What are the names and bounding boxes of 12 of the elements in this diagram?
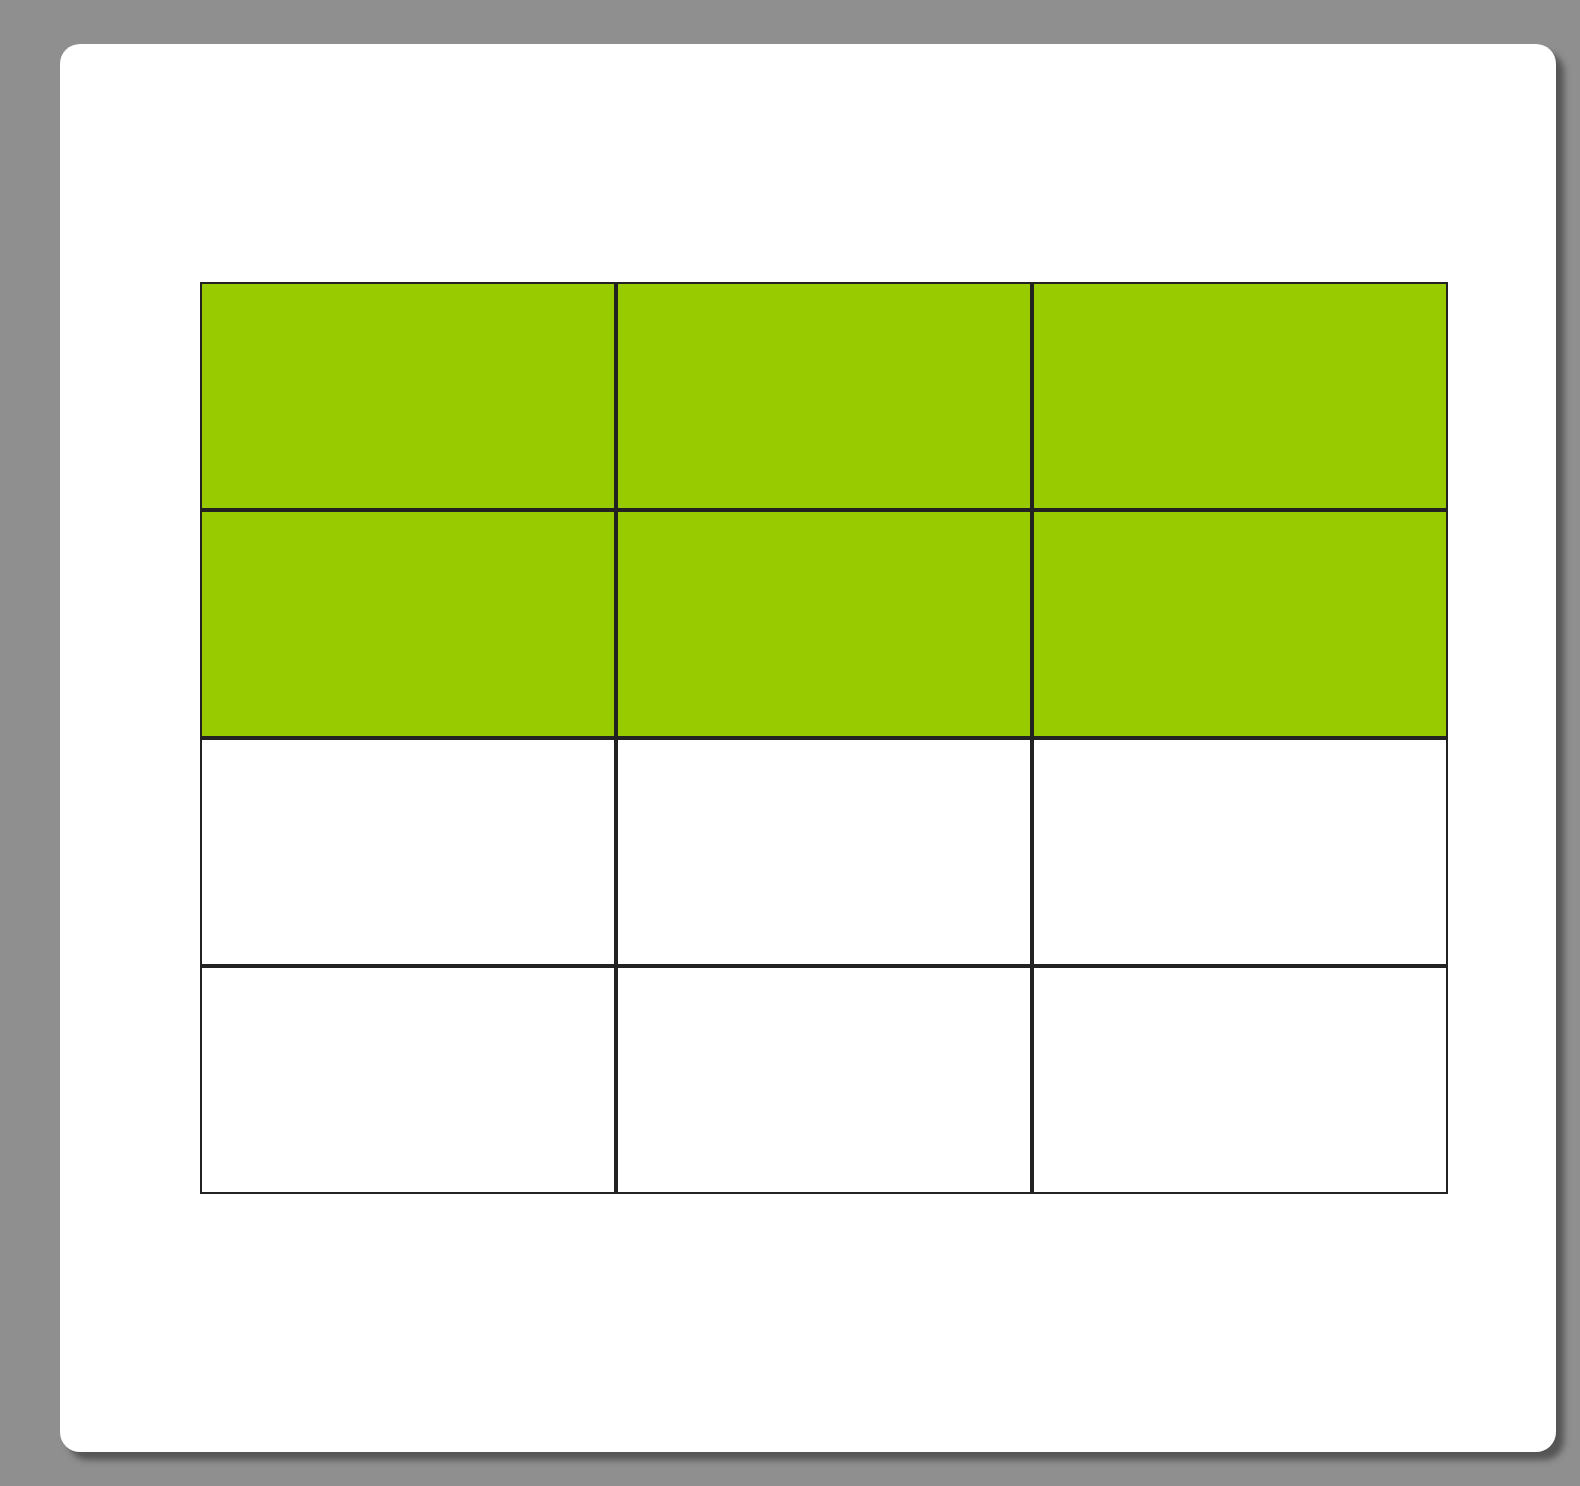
- grid-rectangle: [200, 282, 616, 510]
- grid-rectangle: [1032, 966, 1448, 1194]
- grid-rectangle: [616, 738, 1032, 966]
- grid-rectangle: [200, 966, 616, 1194]
- grid-rectangle: [1032, 738, 1448, 966]
- grid-rectangle: [1032, 282, 1448, 510]
- grid-rectangle: [616, 966, 1032, 1194]
- grid-rectangle: [616, 510, 1032, 738]
- grid-rectangle: [1032, 510, 1448, 738]
- grid-rectangle: [200, 510, 616, 738]
- grid-rectangle: [616, 282, 1032, 510]
- grid-rectangle: [200, 738, 616, 966]
